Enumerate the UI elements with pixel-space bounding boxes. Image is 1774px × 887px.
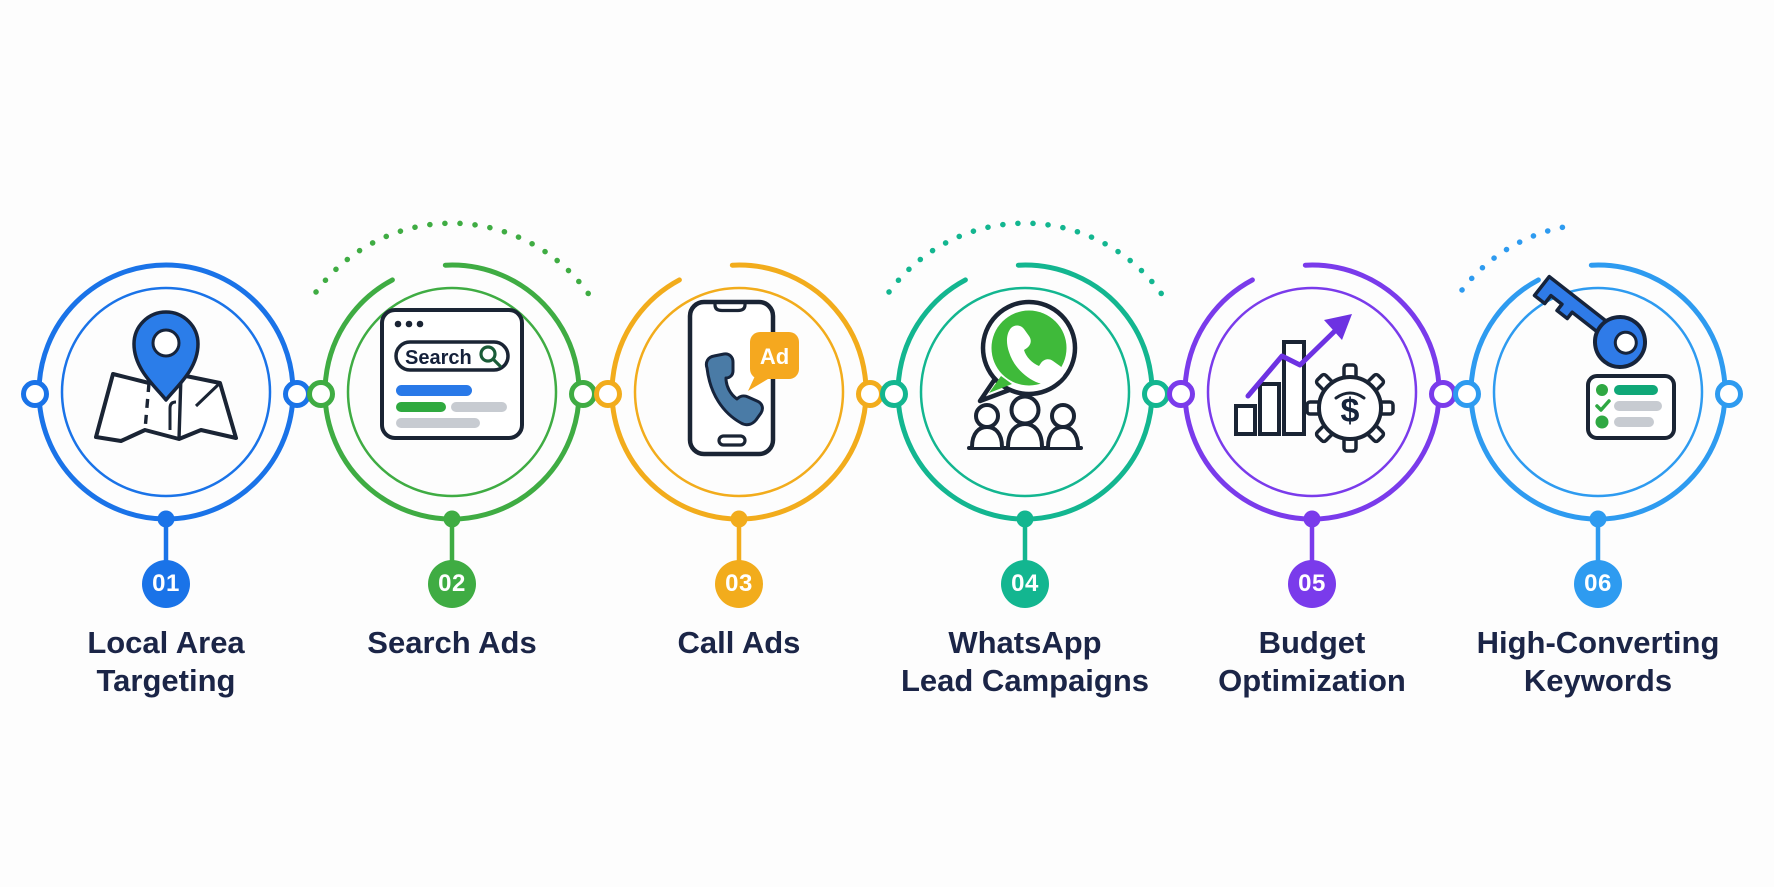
inner-ring <box>60 286 272 498</box>
left-node <box>1453 380 1481 408</box>
step-label-line2: Targeting <box>96 663 236 698</box>
step-label: High-Converting Keywords <box>1438 624 1758 700</box>
step-label-line1: Search Ads <box>367 625 537 660</box>
search-pill <box>394 340 510 372</box>
step-number-badge: 01 <box>142 560 190 608</box>
result-line-green <box>396 402 446 412</box>
step-search-ads: Search 02 Search Ads <box>282 0 622 887</box>
outer-ring <box>895 262 1155 522</box>
step-label-line1: WhatsApp <box>948 625 1102 660</box>
result-line-blue <box>396 385 472 396</box>
inner-ring <box>633 286 845 498</box>
step-number-badge: 03 <box>715 560 763 608</box>
left-node <box>307 380 335 408</box>
step-label: Local Area Targeting <box>6 624 326 700</box>
left-node <box>21 380 49 408</box>
whatsapp-logo <box>977 299 1078 404</box>
outer-ring <box>322 262 582 522</box>
step1-rings <box>21 262 311 563</box>
step2-rings: Search <box>307 220 597 563</box>
outer-ring <box>1182 262 1442 522</box>
right-node <box>1715 380 1743 408</box>
search-window-icon: Search <box>380 308 524 440</box>
step-label: Call Ads <box>579 624 899 662</box>
step6-rings <box>1453 223 1743 563</box>
step-local-area-targeting: 01 Local Area Targeting <box>0 0 340 887</box>
inner-ring <box>1492 286 1704 498</box>
step3-rings: Ad <box>594 262 884 563</box>
key-checklist-icon <box>1532 274 1676 440</box>
search-text: Search <box>405 347 472 369</box>
key <box>1532 274 1647 369</box>
result-line-gray2 <box>396 418 480 428</box>
budget-chart-gear-icon: $ <box>1234 314 1395 453</box>
dotted-arc <box>313 220 593 299</box>
step-label-line2: Lead Campaigns <box>900 663 1150 698</box>
step-label-line1: Call Ads <box>677 625 801 660</box>
inner-ring <box>919 286 1131 498</box>
step5-rings: $ <box>1167 262 1457 563</box>
step-label-line2: Keywords <box>1523 663 1673 698</box>
handset <box>704 352 764 427</box>
inner-ring <box>346 286 558 498</box>
left-node <box>1167 380 1195 408</box>
step-label: WhatsApp Lead Campaigns <box>865 624 1185 700</box>
step-label: Search Ads <box>292 624 612 662</box>
outer-ring <box>1468 262 1728 522</box>
whatsapp-leads-icon <box>967 299 1083 450</box>
magnifier-icon <box>479 345 502 368</box>
phone-call-ad-icon: Ad <box>687 299 799 457</box>
ad-bubble: Ad <box>748 332 799 391</box>
step-number-badge: 06 <box>1574 560 1622 608</box>
inner-ring <box>1206 286 1418 498</box>
step-label-line1: Budget <box>1258 625 1366 660</box>
dotted-arc <box>886 220 1166 299</box>
gear-dollar: $ <box>1305 363 1395 453</box>
growth-arrow <box>1245 314 1352 399</box>
dotted-arc <box>1459 223 1573 293</box>
people-group <box>967 394 1083 450</box>
keyword-checklist-card <box>1586 374 1676 440</box>
step-whatsapp-lead-campaigns: 04 WhatsApp Lead Campaigns <box>855 0 1195 887</box>
result-line-gray1 <box>451 402 507 412</box>
step-label: Budget Optimization <box>1152 624 1472 700</box>
left-node <box>880 380 908 408</box>
step4-rings <box>880 220 1170 563</box>
home-pill <box>717 434 747 447</box>
step-high-converting-keywords: 06 High-Converting Keywords <box>1428 0 1768 887</box>
outer-ring <box>609 262 869 522</box>
map-pin-icon <box>94 310 238 443</box>
ad-text: Ad <box>760 344 789 369</box>
step-label-line1: Local Area <box>87 625 245 660</box>
dollar-text: $ <box>1341 392 1360 430</box>
left-node <box>594 380 622 408</box>
step-label-line1: High-Converting <box>1476 625 1720 660</box>
step-call-ads: Ad 03 Call Ads <box>569 0 909 887</box>
step-number-badge: 04 <box>1001 560 1049 608</box>
step-number-badge: 02 <box>428 560 476 608</box>
step-label-line2: Optimization <box>1218 663 1406 698</box>
step-number-badge: 05 <box>1288 560 1336 608</box>
step-budget-optimization: $ 05 Budget Optimization <box>1142 0 1482 887</box>
